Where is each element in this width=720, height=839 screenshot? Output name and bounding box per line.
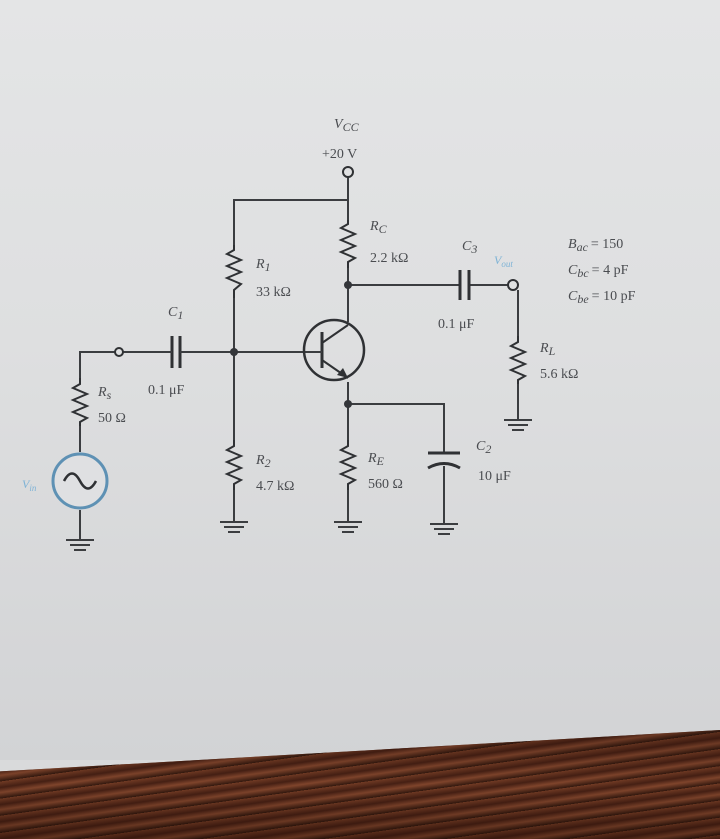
rc-value: 2.2 kΩ [370,251,408,266]
c1-label: C1 [168,305,183,322]
ground-c2 [430,523,458,535]
vcc-label: VCC [334,117,360,134]
rs-value: 50 Ω [98,411,126,426]
ground-rs [66,539,94,551]
rs-label: Rs [97,385,112,402]
ac-source [51,452,109,510]
rl-label: RL [539,341,556,358]
wiring [79,177,519,540]
c1-value: 0.1 μF [148,383,185,398]
vout-label: Vout [494,253,513,269]
c3-label: C3 [462,239,477,256]
c2-label: C2 [476,439,491,456]
junction-dots [230,281,352,408]
c3-value: 0.1 μF [438,317,475,332]
re-label: RE [367,451,385,468]
resistor-rl [508,336,528,384]
r2-value: 4.7 kΩ [256,479,294,494]
ground-r2 [220,521,248,533]
c2-value: 10 μF [478,469,511,484]
capacitor-c1 [166,336,185,368]
r1-label: R1 [255,257,271,274]
param-cbc: Cbc= 4 pF [568,263,629,280]
ground-rl [504,419,532,431]
r2-label: R2 [255,453,271,470]
re-value: 560 Ω [368,477,403,492]
resistor-rc [338,220,358,268]
output-terminal [507,279,519,291]
param-beta: Bac= 150 [568,237,623,254]
ground-re [334,521,362,533]
vcc-value: +20 V [322,147,357,162]
vin-label: Vin [22,477,37,493]
param-cbe: Cbe= 10 pF [568,289,636,306]
resistor-re [338,440,358,490]
npn-transistor [302,318,366,382]
rl-value: 5.6 kΩ [540,367,578,382]
resistor-r1 [224,245,244,298]
input-terminal [114,347,124,357]
transistor-params: Bac= 150 Cbc= 4 pF Cbe= 10 pF [568,237,636,306]
r1-value: 33 kΩ [256,285,291,300]
capacitor-c2 [427,451,461,470]
textbook-page [0,0,720,760]
resistor-r2 [224,440,244,490]
vcc-terminal [342,166,354,178]
rc-label: RC [369,219,388,236]
capacitor-c3 [458,270,471,300]
resistor-rs [70,378,90,426]
